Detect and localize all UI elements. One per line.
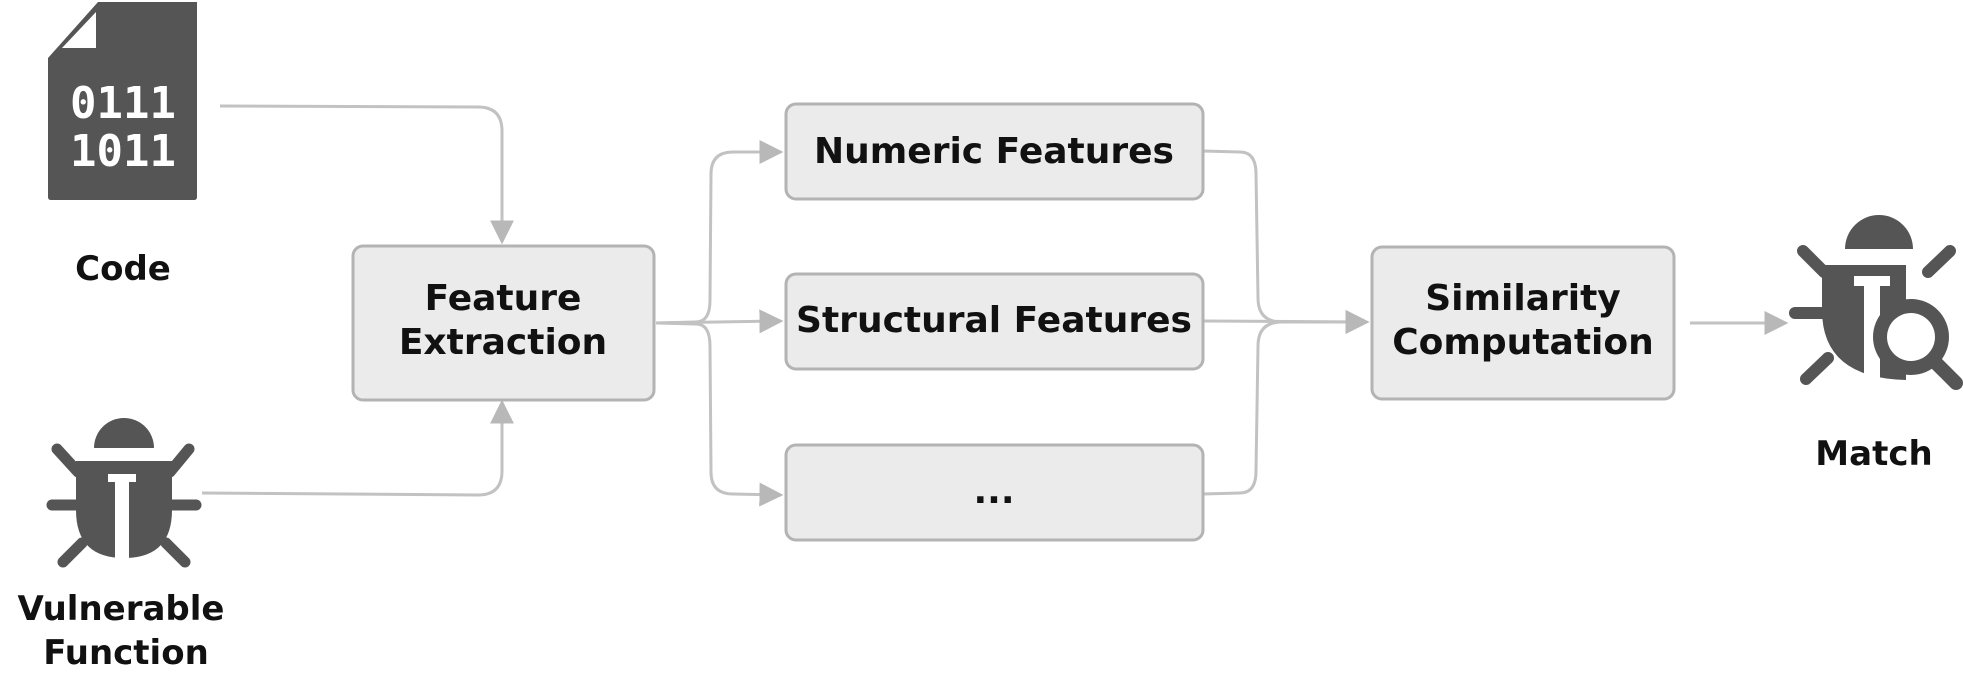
feature-extraction-label-line2: Extraction [399,322,607,363]
bug-search-icon [1789,215,1963,390]
vulnerable-function-label-line2: Function [43,633,209,673]
edge-code-to-feature-extraction [219,104,514,245]
more-features-label: ... [973,471,1014,512]
similarity-computation-label-line2: Computation [1392,322,1653,363]
numeric-features-label: Numeric Features [814,131,1174,172]
code-bits-line1: 0111 [70,78,176,129]
code-node: 0111 1011 Code [48,2,197,289]
similarity-computation-box [1370,245,1676,401]
feature-extraction-box [351,244,656,402]
edge-vulnerable-function-to-feature-extraction [201,399,514,497]
numeric-features-box [784,102,1205,201]
code-label: Code [75,249,171,289]
match-label: Match [1815,434,1932,474]
more-features-node: ... [784,443,1205,542]
similarity-computation-label-line1: Similarity [1425,278,1621,319]
vulnerable-function-node: Vulnerable Function [18,418,225,673]
code-bits-line2: 1011 [70,126,176,177]
more-features-box [784,443,1205,542]
edge-feature-extraction-to-numeric-features [655,140,784,325]
edge-more-features-to-similarity [1202,310,1370,496]
edge-numeric-features-to-similarity [1202,149,1370,334]
similarity-computation-node: Similarity Computation [1370,245,1676,401]
structural-features-node: Structural Features [784,272,1205,371]
structural-features-label: Structural Features [796,300,1192,341]
binary-document-icon: 0111 1011 [48,2,197,200]
edges [201,104,1789,507]
edge-feature-extraction-to-more-features [655,321,784,507]
numeric-features-node: Numeric Features [784,102,1205,201]
feature-extraction-label-line1: Feature [425,278,582,319]
match-node: Match [1789,215,1963,474]
feature-extraction-node: Feature Extraction [351,244,656,402]
structural-features-box [784,272,1205,371]
vulnerable-function-label-line1: Vulnerable [18,589,225,629]
bug-icon [46,418,202,568]
